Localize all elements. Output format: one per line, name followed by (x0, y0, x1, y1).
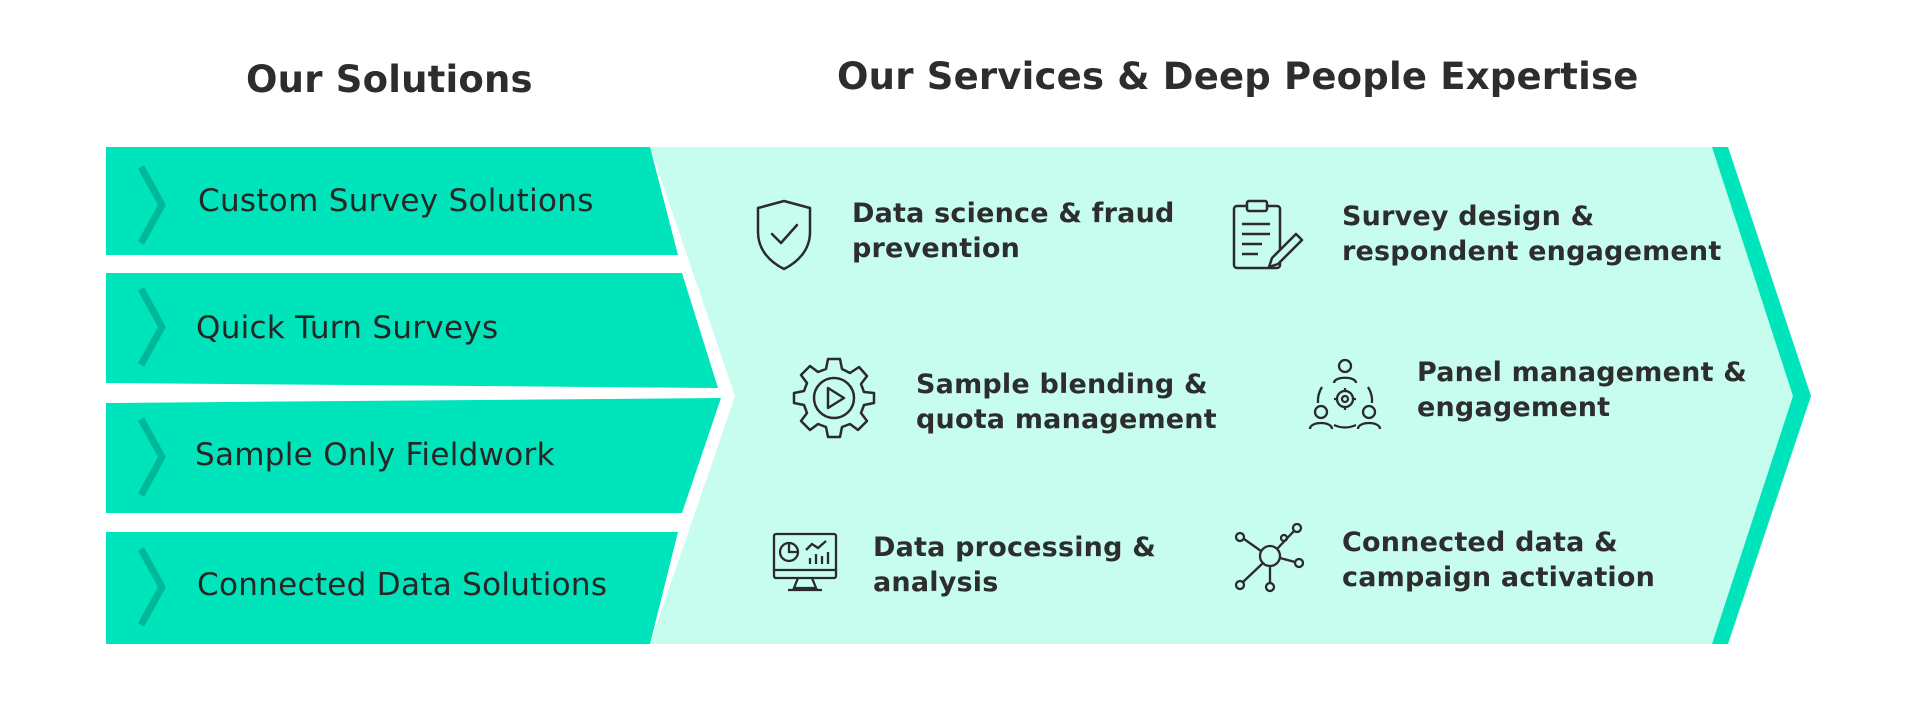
chevron-mark-icon-4 (137, 547, 166, 627)
service-label: Sample blending & quota management (916, 369, 1217, 435)
gear-play-icon (792, 357, 876, 439)
network-nodes-icon (1234, 523, 1304, 593)
services-heading: Our Services & Deep People Expertise (837, 55, 1639, 98)
solution-quick-turn[interactable]: Quick Turn Surveys (196, 310, 499, 346)
solution-connected-data[interactable]: Connected Data Solutions (197, 567, 608, 603)
clipboard-pencil-icon (1232, 199, 1304, 270)
solution-custom-survey[interactable]: Custom Survey Solutions (198, 183, 594, 219)
people-gear-icon (1308, 358, 1382, 430)
solution-band-3 (106, 398, 721, 513)
solution-band-1 (106, 147, 678, 255)
service-label: Survey design & respondent engagement (1342, 201, 1722, 267)
shield-check-icon (756, 199, 812, 271)
service-label: Data science & fraud prevention (852, 198, 1175, 264)
chevron-mark-icon-2 (137, 287, 166, 367)
monitor-chart-icon (772, 532, 838, 592)
service-label: Connected data & campaign activation (1342, 527, 1656, 593)
chevron-mark-icon-1 (137, 165, 166, 245)
solution-sample-only[interactable]: Sample Only Fieldwork (195, 437, 555, 473)
services-panel (650, 147, 1795, 644)
service-label: Panel management & engagement (1417, 357, 1748, 423)
chevron-mark-icon-3 (137, 417, 166, 497)
solutions-heading: Our Solutions (246, 58, 533, 101)
solution-band-2 (106, 273, 718, 388)
solution-band-4 (106, 532, 678, 644)
service-label: Data processing & analysis (873, 532, 1156, 598)
